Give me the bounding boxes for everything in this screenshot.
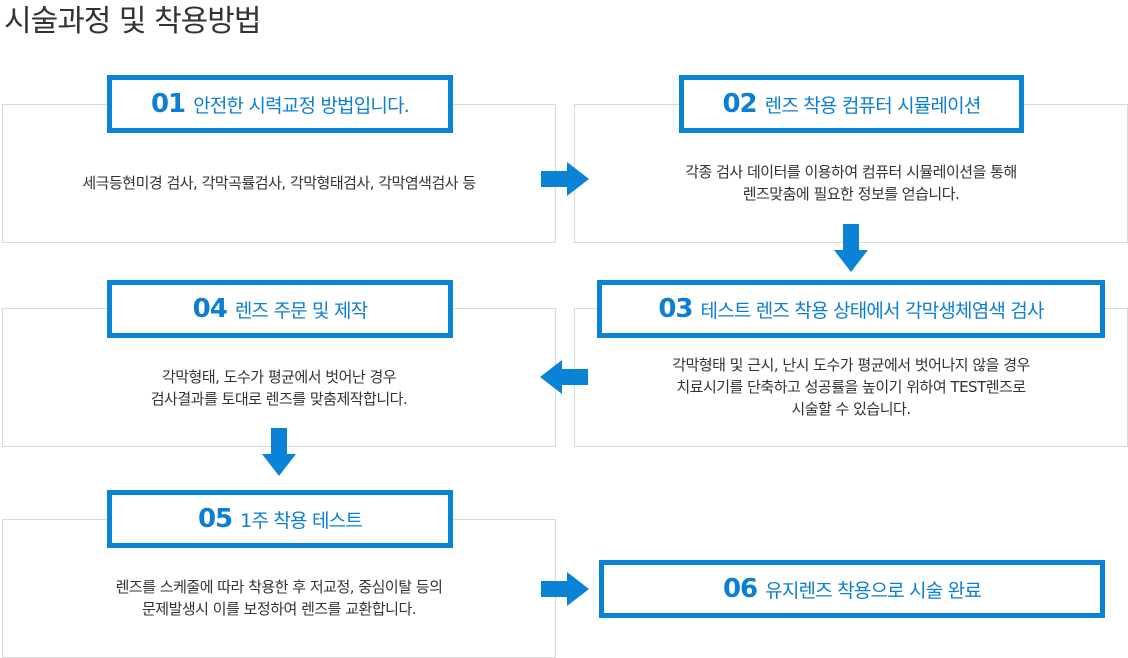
step-02-box: 각종 검사 데이터를 이용하여 컴퓨터 시뮬레이션을 통해 렌즈맞춤에 필요한 … <box>574 104 1128 243</box>
step-05-desc-line: 문제발생시 이를 보정하여 렌즈를 교환합니다. <box>141 600 417 618</box>
arrow-right-icon <box>541 162 589 196</box>
step-02-description: 각종 검사 데이터를 이용하여 컴퓨터 시뮬레이션을 통해 렌즈맞춤에 필요한 … <box>575 161 1127 205</box>
step-04-desc-line: 각막형태, 도수가 평균에서 벗어난 경우 <box>161 368 397 386</box>
step-03-number: 03 <box>658 294 693 324</box>
step-06-label: 06 유지렌즈 착용으로 시술 완료 <box>599 560 1105 618</box>
step-02-title: 렌즈 착용 컴퓨터 시뮬레이션 <box>764 94 982 117</box>
step-01-number: 01 <box>150 89 186 119</box>
step-02-desc-line: 각종 검사 데이터를 이용하여 컴퓨터 시뮬레이션을 통해 <box>685 163 1017 181</box>
step-05-number: 05 <box>197 504 233 534</box>
step-05-description: 렌즈를 스케줄에 따라 착용한 후 저교정, 중심이탈 등의 문제발생시 이를 … <box>3 576 555 620</box>
step-03-desc-line: 시술할 수 있습니다. <box>791 400 911 418</box>
step-05-box: 렌즈를 스케줄에 따라 착용한 후 저교정, 중심이탈 등의 문제발생시 이를 … <box>2 519 556 658</box>
step-04-desc-line: 검사결과를 토대로 렌즈를 맞춤제작합니다. <box>150 390 408 408</box>
page-title: 시술과정 및 착용방법 <box>4 4 261 39</box>
step-04-number: 04 <box>192 294 228 324</box>
step-03-description: 각막형태 및 근시, 난시 도수가 평균에서 벗어나지 않을 경우 치료시기를 … <box>575 354 1127 420</box>
step-03-desc-line: 치료시기를 단축하고 성공률을 높이기 위하여 TEST렌즈로 <box>676 378 1026 396</box>
step-02-label: 02 렌즈 착용 컴퓨터 시뮬레이션 <box>679 75 1024 133</box>
step-04-description: 각막형태, 도수가 평균에서 벗어난 경우 검사결과를 토대로 렌즈를 맞춤제작… <box>3 366 555 410</box>
arrow-down-icon <box>262 428 296 476</box>
step-05-title: 1주 착용 테스트 <box>240 509 363 532</box>
step-02-desc-line: 렌즈맞춤에 필요한 정보를 얻습니다. <box>742 185 960 203</box>
step-03-title: 테스트 렌즈 착용 상태에서 각막생체염색 검사 <box>700 299 1045 322</box>
step-04-title: 렌즈 주문 및 제작 <box>234 299 368 322</box>
step-05-desc-line: 렌즈를 스케줄에 따라 착용한 후 저교정, 중심이탈 등의 <box>115 578 443 596</box>
step-01-label: 01 안전한 시력교정 방법입니다. <box>107 75 453 133</box>
step-02-number: 02 <box>722 89 757 119</box>
step-05-label: 05 1주 착용 테스트 <box>107 490 453 548</box>
step-04-label: 04 렌즈 주문 및 제작 <box>107 280 453 338</box>
step-01-desc-line: 세극등현미경 검사, 각막곡률검사, 각막형태검사, 각막염색검사 등 <box>82 174 476 192</box>
arrow-down-icon <box>834 224 868 272</box>
arrow-right-icon <box>541 572 589 606</box>
step-06-title: 유지렌즈 착용으로 시술 완료 <box>765 579 982 602</box>
arrow-left-icon <box>540 360 588 394</box>
step-06-number: 06 <box>722 574 758 604</box>
step-03-desc-line: 각막형태 및 근시, 난시 도수가 평균에서 벗어나지 않을 경우 <box>672 356 1030 374</box>
step-03-label: 03 테스트 렌즈 착용 상태에서 각막생체염색 검사 <box>597 280 1105 338</box>
step-01-title: 안전한 시력교정 방법입니다. <box>193 94 410 117</box>
step-01-description: 세극등현미경 검사, 각막곡률검사, 각막형태검사, 각막염색검사 등 <box>3 172 555 194</box>
